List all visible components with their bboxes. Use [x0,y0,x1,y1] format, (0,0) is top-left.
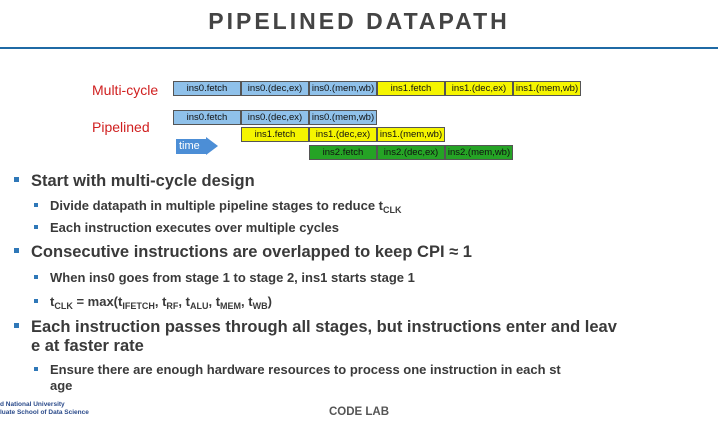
title-divider [0,47,718,49]
pipeline-stage-box: ins1.fetch [241,127,309,142]
time-arrow-icon: time [176,137,218,156]
pipeline-stage-box: ins0.(mem,wb) [309,110,377,125]
pipeline-stage-box: ins2.(mem,wb) [445,145,513,160]
pipelined-label: Pipelined [92,119,150,135]
slide-title: PIPELINED DATAPATH [208,8,510,34]
multicycle-stage-box: ins1.(dec,ex) [445,81,513,96]
multicycle-stage-box: ins0.(mem,wb) [309,81,377,96]
pipeline-stage-box: ins1.(dec,ex) [309,127,377,142]
bullet-level2: Divide datapath in multiple pipeline sta… [34,198,402,218]
pipeline-stage-box: ins1.(mem,wb) [377,127,445,142]
university-logo-text: d National University luate School of Da… [0,401,89,416]
multicycle-stage-box: ins0.(dec,ex) [241,81,309,96]
bullet-level2: Ensure there are enough hardware resourc… [34,362,561,394]
pipeline-stage-box: ins2.fetch [309,145,377,160]
bullet-level1: Each instruction passes through all stag… [14,318,617,356]
pipeline-stage-box: ins0.(dec,ex) [241,110,309,125]
pipeline-stage-box: ins2.(dec,ex) [377,145,445,160]
bullet-level2-formula: tCLK = max(tIFETCH, tRF, tALU, tMEM, tWB… [34,294,272,314]
bullet-level1: Consecutive instructions are overlapped … [14,243,472,262]
multicycle-stage-box: ins1.fetch [377,81,445,96]
multicycle-stage-box: ins0.fetch [173,81,241,96]
bullet-level1: Start with multi-cycle design [14,172,255,191]
bullet-level2: Each instruction executes over multiple … [34,220,339,236]
time-label: time [179,140,200,152]
multicycle-label: Multi-cycle [92,82,159,98]
bullet-level2: When ins0 goes from stage 1 to stage 2, … [34,270,415,286]
pipeline-stage-box: ins0.fetch [173,110,241,125]
footer-brand: CODE LAB [328,406,390,418]
multicycle-stage-box: ins1.(mem,wb) [513,81,581,96]
